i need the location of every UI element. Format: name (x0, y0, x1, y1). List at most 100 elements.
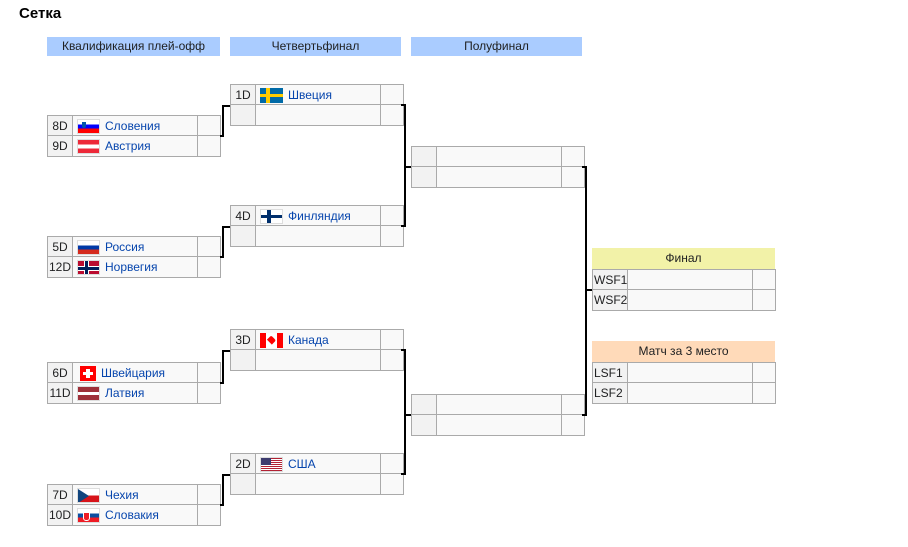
team-row (230, 104, 404, 126)
score-cell (752, 382, 776, 404)
team-link[interactable]: Латвия (105, 386, 145, 400)
team-cell: Австрия (72, 135, 198, 157)
norway-flag-icon (77, 259, 100, 275)
team-row: LSF1 (592, 362, 776, 384)
team-row: 3D Канада (230, 329, 404, 351)
team-row (230, 473, 404, 495)
team-cell (255, 473, 381, 495)
seed-cell: 11D (47, 382, 73, 404)
team-link[interactable]: Норвегия (105, 260, 158, 274)
finland-flag-icon (260, 208, 283, 224)
bracket-connector (401, 225, 405, 227)
team-cell: Финляндия (255, 205, 381, 227)
team-row (411, 414, 585, 436)
team-link[interactable]: Канада (288, 333, 329, 347)
team-row: 4D Финляндия (230, 205, 404, 227)
team-cell (436, 414, 562, 436)
team-link[interactable]: Словакия (105, 508, 159, 522)
team-link[interactable]: США (288, 457, 316, 471)
team-cell: Норвегия (72, 256, 198, 278)
round-header-third-place: Матч за 3 место (592, 341, 775, 362)
team-row: 9D Австрия (47, 135, 221, 157)
final-match: WSF1 WSF2 (592, 269, 776, 311)
page-title: Сетка (19, 5, 62, 22)
score-cell (380, 453, 404, 475)
usa-flag-icon (260, 456, 283, 472)
quarterfinal-match-2: 4D Финляндия (230, 205, 404, 247)
team-cell: Швеция (255, 84, 381, 106)
team-link[interactable]: Австрия (105, 139, 151, 153)
team-row (411, 394, 585, 416)
score-cell (752, 269, 776, 291)
seed-cell (411, 166, 437, 188)
qualification-match-1: 8D Словения 9D Австрия (47, 115, 221, 157)
sweden-flag-icon (260, 87, 283, 103)
team-cell (255, 104, 381, 126)
qualification-match-2: 5D Россия 12D Норвегия (47, 236, 221, 278)
team-cell: Латвия (72, 382, 198, 404)
austria-flag-icon (77, 138, 100, 154)
score-cell (197, 484, 221, 506)
round-header-semifinal: Полуфинал (411, 37, 582, 56)
seed-cell: WSF2 (592, 289, 628, 311)
seed-cell (230, 473, 256, 495)
team-row: 12D Норвегия (47, 256, 221, 278)
team-row (230, 349, 404, 371)
team-cell (627, 362, 753, 384)
team-cell: Швейцария (72, 362, 198, 384)
score-cell (380, 84, 404, 106)
team-row: WSF1 (592, 269, 776, 291)
qualification-match-3: 6D Швейцария 11D Латвия (47, 362, 221, 404)
score-cell (197, 382, 221, 404)
score-cell (380, 329, 404, 351)
score-cell (380, 349, 404, 371)
score-cell (752, 289, 776, 311)
seed-cell: 4D (230, 205, 256, 227)
bracket-connector (222, 105, 224, 137)
seed-cell: 8D (47, 115, 73, 137)
seed-cell: 3D (230, 329, 256, 351)
team-cell: Словения (72, 115, 198, 137)
team-link[interactable]: Швейцария (101, 366, 166, 380)
team-cell: Канада (255, 329, 381, 351)
round-header-qualification: Квалификация плей-офф (47, 37, 220, 56)
team-link[interactable]: Словения (105, 119, 161, 133)
bracket-connector (222, 474, 224, 506)
seed-cell: 12D (47, 256, 73, 278)
team-cell (436, 146, 562, 168)
team-row (411, 166, 585, 188)
seed-cell: 1D (230, 84, 256, 106)
third-place-match: LSF1 LSF2 (592, 362, 776, 404)
bracket-connector (404, 104, 406, 227)
team-link[interactable]: Швеция (288, 88, 332, 102)
bracket-connector (585, 166, 587, 416)
team-row (230, 225, 404, 247)
score-cell (197, 504, 221, 526)
team-link[interactable]: Финляндия (288, 209, 351, 223)
score-cell (561, 166, 585, 188)
bracket-connector (585, 289, 592, 291)
team-cell (627, 289, 753, 311)
team-row: 8D Словения (47, 115, 221, 137)
slovenia-flag-icon (77, 118, 100, 134)
team-cell: Чехия (72, 484, 198, 506)
czech-flag-icon (77, 487, 100, 503)
score-cell (380, 104, 404, 126)
seed-cell: 9D (47, 135, 73, 157)
team-cell (255, 349, 381, 371)
team-link[interactable]: Чехия (105, 488, 139, 502)
team-cell (436, 394, 562, 416)
bracket-connector (222, 350, 224, 384)
team-link[interactable]: Россия (105, 240, 145, 254)
quarterfinal-match-4: 2D США (230, 453, 404, 495)
team-row: 6D Швейцария (47, 362, 221, 384)
score-cell (561, 146, 585, 168)
quarterfinal-match-3: 3D Канада (230, 329, 404, 371)
score-cell (380, 473, 404, 495)
quarterfinal-match-1: 1D Швеция (230, 84, 404, 126)
team-cell: Словакия (72, 504, 198, 526)
round-header-quarterfinal: Четвертьфинал (230, 37, 401, 56)
switzerland-flag-icon (80, 365, 96, 381)
team-cell (627, 269, 753, 291)
seed-cell: 6D (47, 362, 73, 384)
